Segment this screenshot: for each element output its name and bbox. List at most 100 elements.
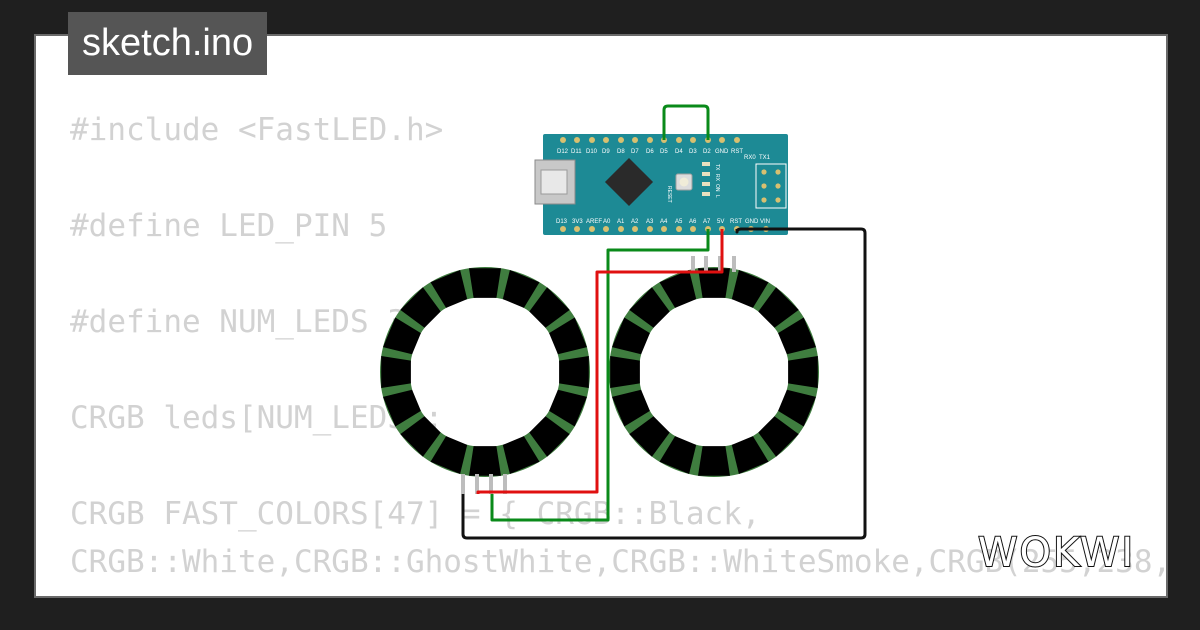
led-segment bbox=[383, 317, 421, 355]
pin-label: D8 bbox=[617, 149, 625, 155]
led-segment bbox=[549, 317, 587, 355]
wire-red-5v[interactable] bbox=[476, 229, 724, 494]
top-pin-row bbox=[560, 137, 740, 143]
led-segment bbox=[549, 389, 587, 427]
led-label: L bbox=[714, 195, 720, 198]
top-pin-labels: D12 D11 D10 D9 D8 D7 D6 D5 D4 D3 D2 GND … bbox=[557, 149, 743, 155]
pin bbox=[690, 137, 696, 143]
code-line: #define LED_PIN 5 bbox=[70, 208, 388, 244]
wire-black-gnd[interactable] bbox=[461, 227, 867, 540]
pin bbox=[632, 137, 638, 143]
icsp-outline bbox=[755, 163, 787, 209]
led-segment bbox=[430, 270, 468, 308]
led-segment bbox=[731, 270, 769, 308]
ring-led-segments bbox=[610, 268, 818, 476]
pin-label: D5 bbox=[660, 149, 668, 155]
pin bbox=[690, 226, 696, 232]
wires bbox=[461, 104, 867, 540]
pin bbox=[574, 226, 580, 232]
pin-label: D11 bbox=[571, 149, 582, 155]
pin-label: A7 bbox=[703, 219, 711, 225]
pin-label: A3 bbox=[646, 219, 654, 225]
ring-pin bbox=[489, 474, 493, 494]
pin bbox=[589, 226, 595, 232]
led-segment bbox=[469, 268, 501, 298]
led-segment bbox=[529, 287, 570, 328]
pin bbox=[676, 137, 682, 143]
wire-green-d5[interactable] bbox=[662, 104, 710, 140]
led-label: RX bbox=[714, 174, 720, 182]
pin-label: D12 bbox=[557, 149, 569, 155]
pin-label: D4 bbox=[675, 149, 683, 155]
pin-label: AREF bbox=[586, 219, 602, 225]
pin-label: D2 bbox=[703, 149, 711, 155]
pin-label: 3V3 bbox=[572, 219, 583, 225]
led-segment bbox=[788, 356, 818, 388]
wokwi-logo-text: WOKWI bbox=[978, 530, 1135, 576]
led-segment bbox=[629, 287, 670, 328]
led-rx bbox=[702, 172, 710, 176]
wire-green-data[interactable] bbox=[490, 229, 710, 522]
pin bbox=[574, 137, 580, 143]
pin-label: D7 bbox=[631, 149, 639, 155]
led-segment bbox=[502, 270, 540, 308]
led-segment bbox=[659, 270, 697, 308]
pin bbox=[761, 183, 767, 189]
ring-pin bbox=[704, 256, 708, 272]
pin-label: A4 bbox=[660, 219, 668, 225]
pin-label: RST bbox=[730, 219, 742, 225]
pin bbox=[632, 226, 638, 232]
neopixel-ring-right[interactable] bbox=[609, 267, 819, 477]
led-segment bbox=[659, 436, 697, 474]
pin bbox=[734, 137, 740, 143]
icsp-header bbox=[755, 163, 787, 209]
led-segment bbox=[758, 416, 799, 457]
pin-label: A2 bbox=[631, 219, 639, 225]
arduino-nano-board[interactable]: D12 D11 D10 D9 D8 D7 D6 D5 D4 D3 D2 GND … bbox=[534, 134, 788, 235]
pin bbox=[775, 183, 781, 189]
pin bbox=[775, 197, 781, 203]
ring-pin bbox=[461, 474, 465, 494]
bottom-pin-labels: D13 3V3 AREF A0 A1 A2 A3 A4 A5 A6 A7 5V … bbox=[556, 219, 770, 225]
pin bbox=[618, 137, 624, 143]
led-tx bbox=[702, 162, 710, 166]
reset-button-cap[interactable] bbox=[679, 177, 689, 187]
led-segment bbox=[502, 436, 540, 474]
pin bbox=[603, 226, 609, 232]
pin bbox=[775, 169, 781, 175]
led-segment bbox=[381, 356, 411, 388]
pin-label: D6 bbox=[646, 149, 654, 155]
led-segment bbox=[400, 287, 441, 328]
usb-port bbox=[540, 169, 568, 195]
pin bbox=[647, 226, 653, 232]
led-segment bbox=[778, 317, 816, 355]
ring-pin bbox=[718, 256, 722, 272]
led-l bbox=[702, 192, 710, 196]
pin-label: A1 bbox=[617, 219, 625, 225]
led-segment bbox=[430, 436, 468, 474]
led-segment bbox=[400, 416, 441, 457]
pin-label: VIN bbox=[760, 219, 770, 225]
code-line: CRGB FAST_COLORS[47] = { CRGB::Black, bbox=[70, 496, 761, 532]
ring-connector-pins bbox=[461, 256, 736, 494]
led-segment bbox=[612, 389, 650, 427]
neopixel-ring-left[interactable] bbox=[380, 267, 590, 477]
board-pcb bbox=[543, 134, 788, 235]
pin-label: A0 bbox=[603, 219, 611, 225]
pin-label: D9 bbox=[602, 149, 610, 155]
led-labels: TX RX ON L bbox=[714, 164, 720, 198]
led-segment bbox=[758, 287, 799, 328]
ring-pin bbox=[732, 256, 736, 272]
pin bbox=[560, 137, 566, 143]
led-segment bbox=[731, 436, 769, 474]
pin bbox=[647, 137, 653, 143]
sketch-filename-tab[interactable]: sketch.ino bbox=[68, 12, 268, 75]
led-segment bbox=[610, 356, 640, 388]
ring-pin bbox=[475, 474, 479, 494]
pin bbox=[676, 226, 682, 232]
pin-label: D3 bbox=[689, 149, 697, 155]
ring-led-segments bbox=[381, 268, 589, 476]
pin-label: RST bbox=[731, 149, 743, 155]
led-segment bbox=[698, 446, 730, 476]
